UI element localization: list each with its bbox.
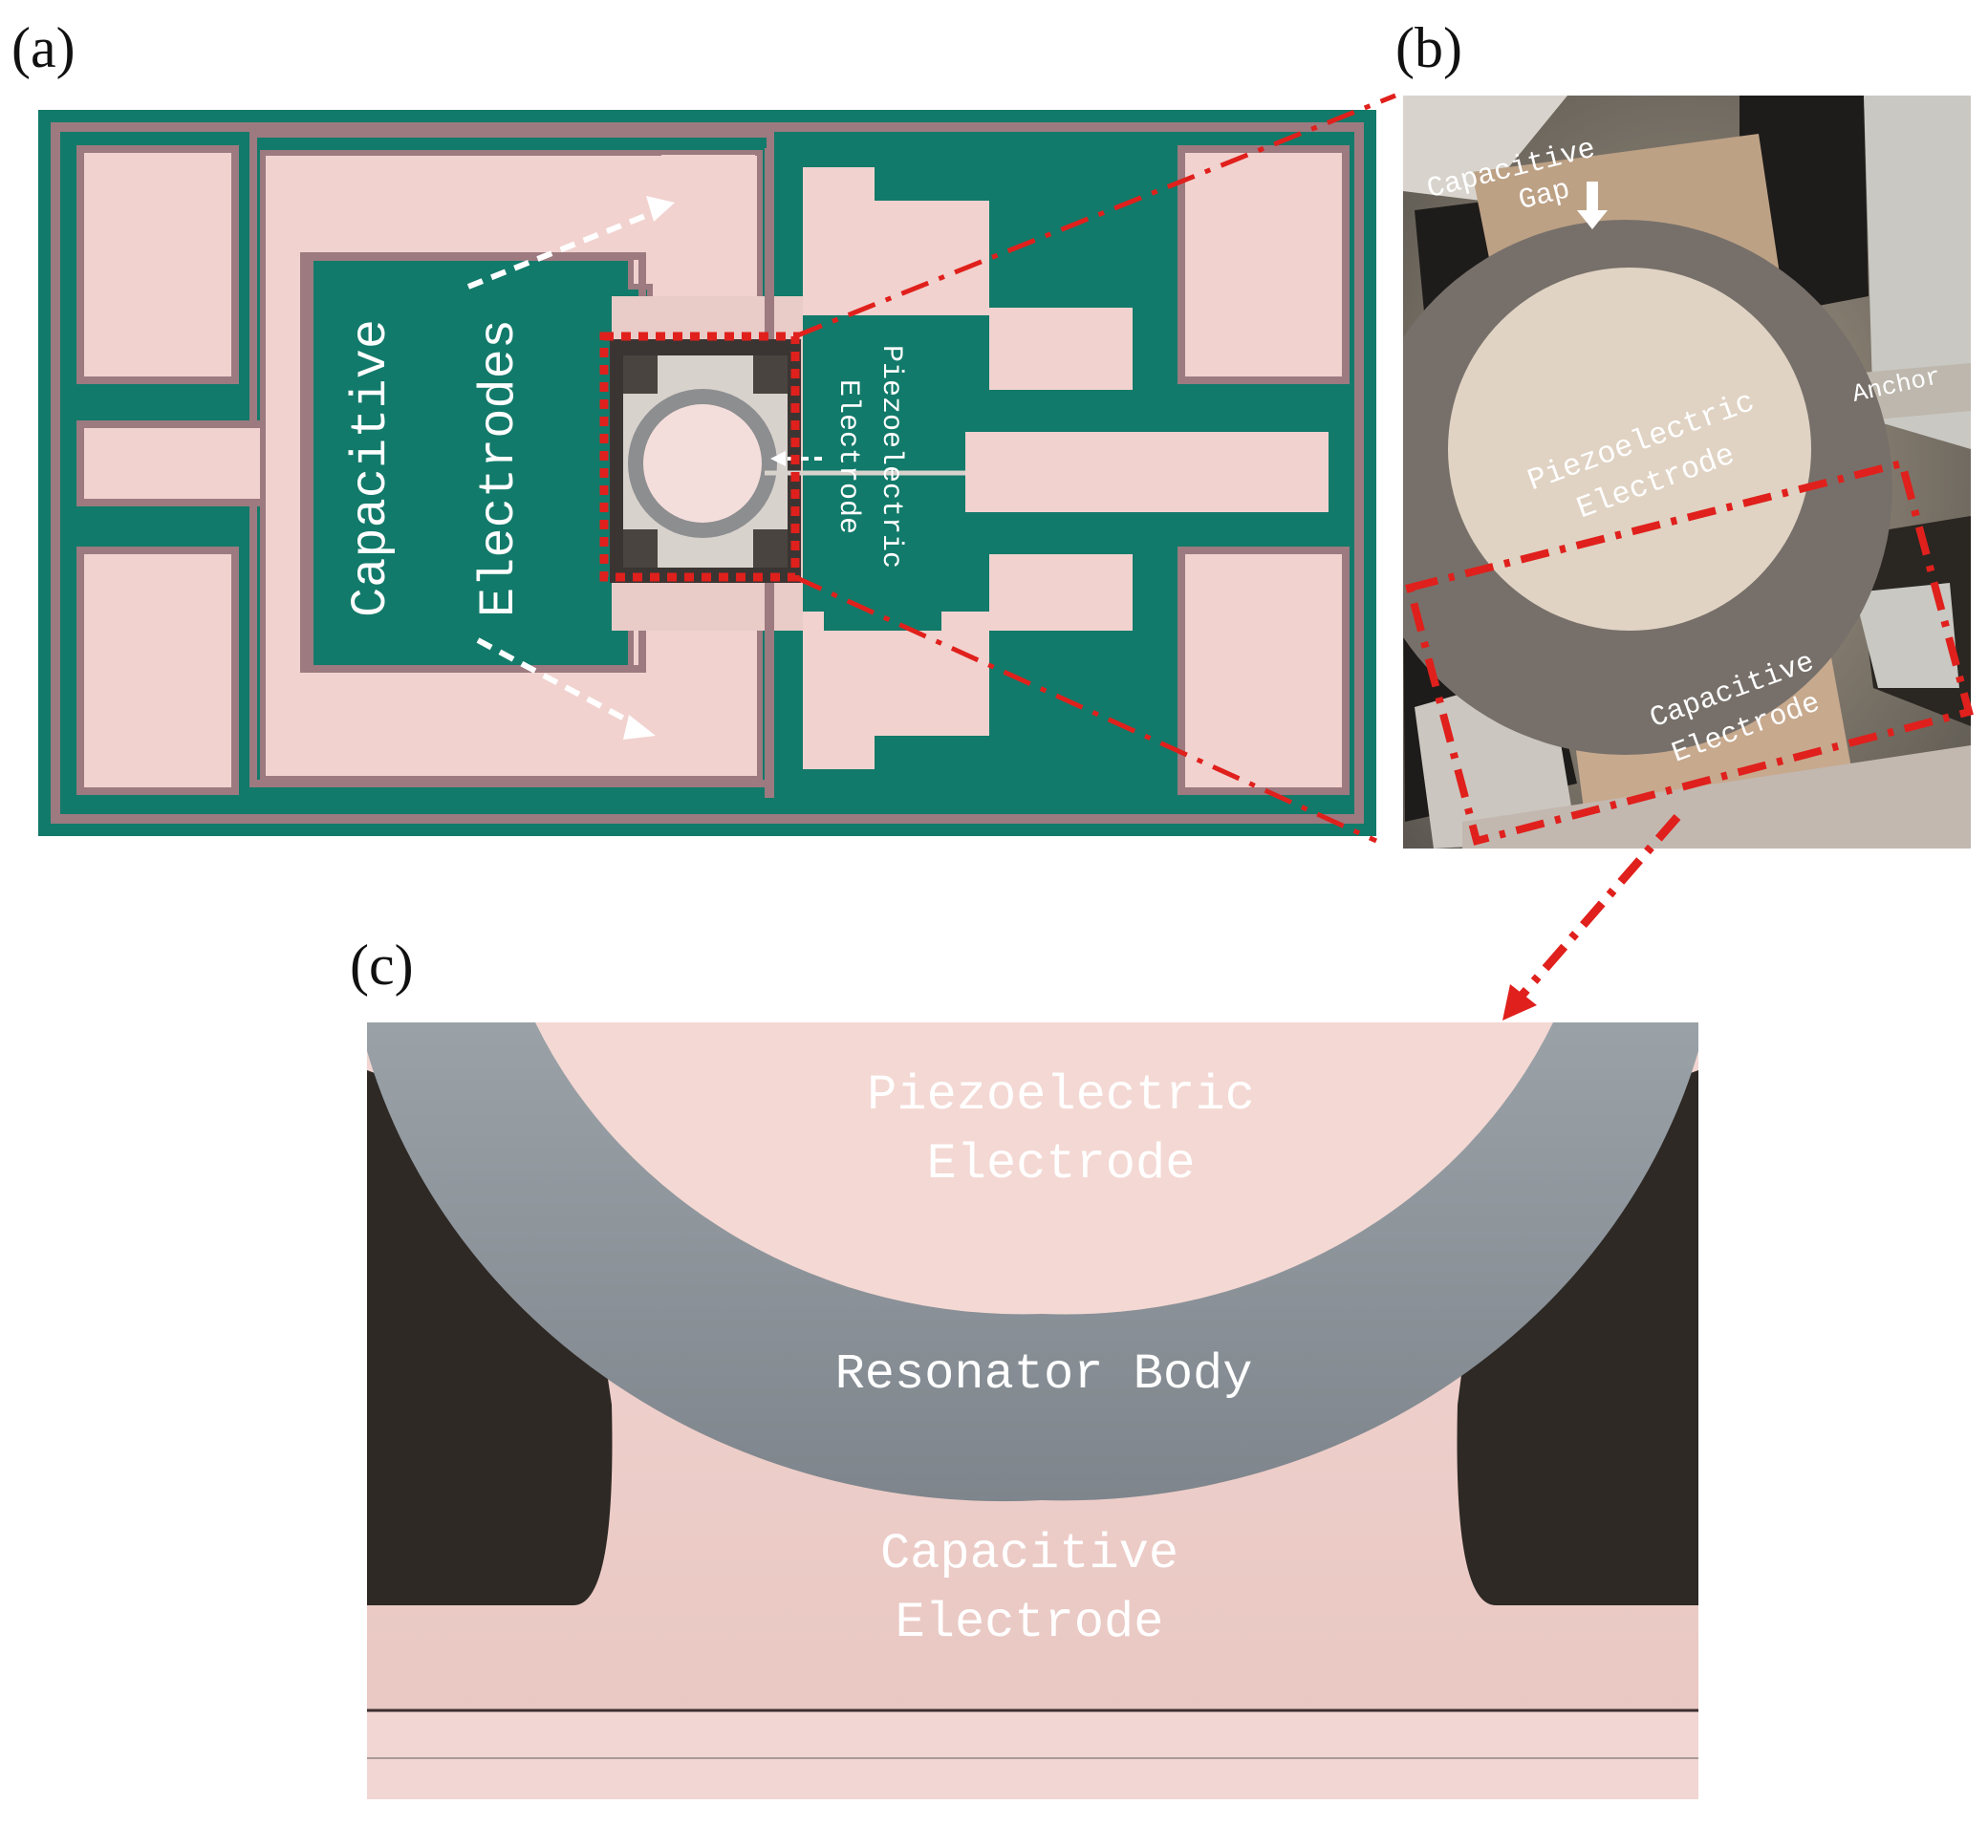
arrowhead-icon <box>623 715 656 740</box>
arrow-to-top-electrode <box>466 207 661 290</box>
piezoelectric-disk <box>643 404 762 523</box>
arrowhead-icon <box>770 451 786 466</box>
panel-c-label: (c) <box>350 934 414 997</box>
panel-c-cap-electrode-label: Electrode <box>896 1595 1164 1651</box>
panel-a-label: (a) <box>11 16 76 79</box>
corner-pad <box>76 547 239 795</box>
arrow-to-bottom-electrode <box>476 637 640 729</box>
panel-c-resonator-body-label: Resonator Body <box>835 1346 1253 1403</box>
panel-c-micrograph <box>367 1022 1698 1799</box>
arrowhead-icon <box>1502 984 1537 1021</box>
panel-a-electrodes-label: Electrodes <box>471 319 528 617</box>
zoom-box-a <box>599 332 800 582</box>
corner-pad <box>1178 547 1350 795</box>
panel-c-piezo-disk <box>535 1022 1553 1315</box>
panel-a-capacitive-label: Capacitive <box>343 319 400 617</box>
panel-c-piezoelectric-label: Piezoelectric <box>867 1067 1255 1124</box>
panel-a-micrograph <box>38 110 1376 836</box>
corner-pad <box>76 145 239 384</box>
panel-b-label: (b) <box>1395 16 1462 79</box>
panel-a-arrows <box>466 207 661 729</box>
zoom-connectors <box>793 93 1681 1006</box>
connector-a-to-b-top <box>794 93 1396 339</box>
gap-arrow-icon <box>1577 182 1608 229</box>
zoom-box-b <box>1405 459 1974 846</box>
connector-a-to-b-bottom <box>793 574 1378 844</box>
panel-a-electrode-label: Electrode <box>832 379 864 534</box>
panel-a-small-arrow <box>770 451 822 466</box>
panel-c-electrode-label: Electrode <box>927 1136 1196 1193</box>
corner-pad <box>1178 145 1350 384</box>
panel-a-piezoelectric-label: Piezoelectric <box>875 345 907 569</box>
panel-b-piezo-disk <box>1448 268 1811 631</box>
connector-b-to-c <box>1511 814 1681 1006</box>
arrowhead-icon <box>646 196 675 222</box>
panel-c-capacitive-label: Capacitive <box>880 1526 1178 1582</box>
